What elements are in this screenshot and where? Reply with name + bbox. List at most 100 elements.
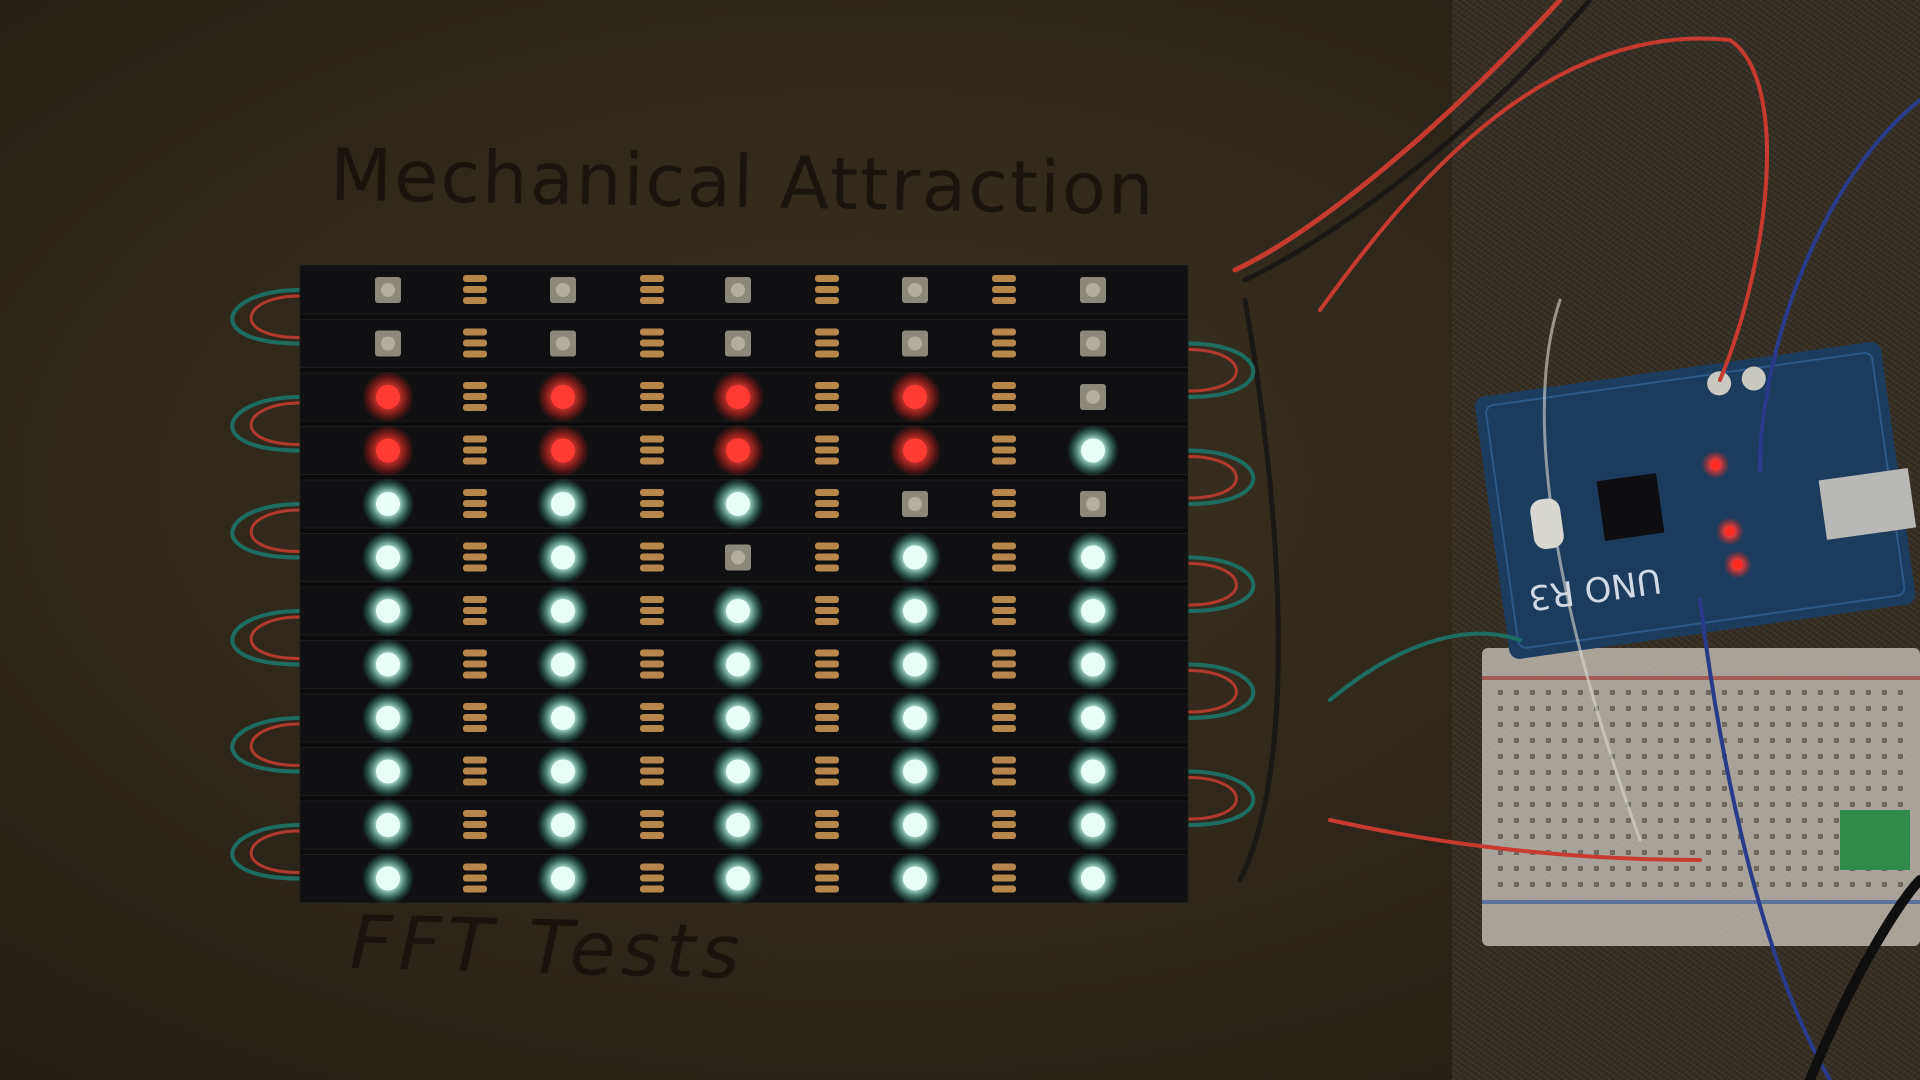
breadboard-hole (1498, 706, 1503, 711)
breadboard-hole (1802, 786, 1807, 791)
breadboard-hole (1626, 690, 1631, 695)
resistor-pad (992, 350, 1016, 358)
breadboard-hole (1818, 882, 1823, 887)
breadboard-hole (1834, 802, 1839, 807)
resistor-pad (463, 767, 487, 775)
breadboard-hole (1562, 802, 1567, 807)
breadboard-hole (1562, 754, 1567, 759)
breadboard-hole (1818, 770, 1823, 775)
breadboard-hole (1658, 818, 1663, 823)
breadboard-hole (1722, 802, 1727, 807)
resistor-pad (463, 286, 487, 293)
resistor-pad (640, 821, 664, 828)
breadboard-hole (1642, 738, 1647, 743)
breadboard-hole (1850, 770, 1855, 775)
breadboard-hole (1530, 754, 1535, 759)
resistor-pad (992, 767, 1016, 775)
breadboard-hole (1674, 882, 1679, 887)
breadboard-hole (1786, 754, 1791, 759)
breadboard-hole (1546, 882, 1551, 887)
led-white (537, 638, 589, 691)
led-white (362, 745, 414, 798)
resistor-pad (815, 350, 839, 358)
breadboard-hole (1770, 722, 1775, 727)
resistor-pad (463, 500, 487, 507)
breadboard-hole (1850, 690, 1855, 695)
resistor-pad (640, 350, 664, 358)
breadboard-hole (1818, 722, 1823, 727)
led-off (725, 277, 751, 303)
breadboard-hole (1722, 770, 1727, 775)
wire-loop (1187, 341, 1256, 399)
breadboard-hole (1610, 722, 1615, 727)
resistor-pad (815, 874, 839, 882)
breadboard-hole (1594, 834, 1599, 839)
breadboard-hole (1578, 706, 1583, 711)
led-red (889, 371, 941, 423)
breadboard-hole (1786, 722, 1791, 727)
resistor-pad (815, 297, 839, 304)
led-off (550, 277, 576, 303)
breadboard-hole (1626, 834, 1631, 839)
breadboard-hole (1514, 866, 1519, 871)
breadboard-hole (1690, 706, 1695, 711)
breadboard-hole (1658, 834, 1663, 839)
breadboard-hole (1786, 882, 1791, 887)
led-red (362, 371, 414, 423)
breadboard-hole (1674, 770, 1679, 775)
breadboard-hole (1770, 738, 1775, 743)
breadboard-hole (1546, 802, 1551, 807)
resistor-pad (640, 446, 664, 454)
breadboard-hole (1706, 866, 1711, 871)
resistor-pad (640, 874, 664, 882)
breadboard-hole (1722, 786, 1727, 791)
breadboard-hole (1754, 706, 1759, 711)
breadboard-hole (1642, 866, 1647, 871)
resistor-pad (992, 500, 1016, 507)
resistor-pad (463, 446, 487, 454)
breadboard-hole (1786, 818, 1791, 823)
led-red (712, 371, 764, 423)
breadboard-hole (1610, 706, 1615, 711)
resistor-pad (463, 810, 487, 817)
breadboard-hole (1706, 690, 1711, 695)
led-white (362, 478, 414, 530)
breadboard-hole (1562, 850, 1567, 855)
breadboard-hole (1562, 882, 1567, 887)
breadboard-hole (1690, 882, 1695, 887)
breadboard-hole (1834, 754, 1839, 759)
resistor-pad (463, 511, 487, 518)
led-off (725, 330, 751, 357)
breadboard-hole (1530, 882, 1535, 887)
breadboard-hole (1530, 866, 1535, 871)
breadboard-hole (1850, 882, 1855, 887)
resistor-pad (992, 885, 1016, 893)
wire-loop (249, 615, 301, 660)
resistor-pad (815, 885, 839, 893)
breadboard-hole (1658, 850, 1663, 855)
led-white (889, 638, 941, 691)
breadboard-hole (1610, 850, 1615, 855)
breadboard-hole (1818, 834, 1823, 839)
led-red (712, 424, 764, 477)
breadboard-hole (1578, 690, 1583, 695)
breadboard-hole (1674, 738, 1679, 743)
breadboard-hole (1594, 738, 1599, 743)
breadboard-hole (1754, 770, 1759, 775)
breadboard-hole (1834, 722, 1839, 727)
resistor-pad (815, 671, 839, 679)
resistor-pad (815, 446, 839, 454)
led-white (537, 692, 589, 744)
resistor-pad (640, 810, 664, 817)
breadboard-hole (1578, 738, 1583, 743)
breadboard-hole (1498, 850, 1503, 855)
resistor-pad (640, 553, 664, 561)
breadboard-hole (1514, 738, 1519, 743)
breadboard-hole (1898, 882, 1903, 887)
breadboard-hole (1706, 706, 1711, 711)
led-white (362, 638, 414, 691)
breadboard-hole (1626, 754, 1631, 759)
resistor-pad (640, 660, 664, 668)
led-white (362, 585, 414, 637)
breadboard-hole (1530, 690, 1535, 695)
